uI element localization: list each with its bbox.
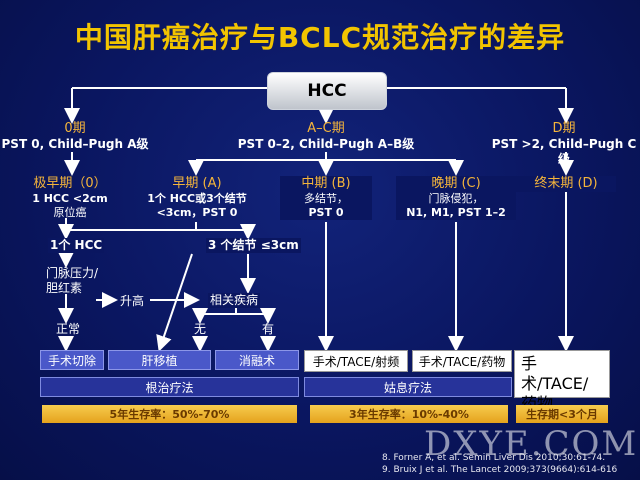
watermark: DXYE.COM [424,424,639,464]
substage-very-early: 极早期（0） 1 HCC <2cm 原位癌 [10,176,130,220]
stage-0-desc: PST 0, Child–Pugh A级 [1,137,149,151]
treatment-surgery-tace-drug: 手术/TACE/药物 [412,350,512,372]
treatment-transplant: 肝移植 [108,350,211,370]
intermediate-line2: PST 0 [308,206,344,219]
stage-ac-desc: PST 0–2, Child–Pugh A–B级 [237,137,415,151]
terminal-name: 终末期 (D) [534,176,598,191]
decision-comorbid: 相关疾病 [208,293,261,308]
advanced-line2: N1, M1, PST 1–2 [406,206,506,219]
treatment-surgery-tace-rfa: 手术/TACE/射频 [304,350,408,372]
category-palliative: 姑息疗法 [304,377,512,397]
hcc-root-box: HCC [267,72,387,110]
very-early-line2: 原位癌 [53,206,87,219]
very-early-name: 极早期（0） [33,176,107,191]
treatment-terminal: 手术/TACE/ 药物 [514,350,610,413]
page-title: 中国肝癌治疗与BCLC规范治疗的差异 [74,21,566,54]
very-early-line1: 1 HCC <2cm [32,192,108,205]
treatment-resection: 手术切除 [40,350,104,370]
survival-curative: 5年生存率：50%-70% [42,405,297,423]
stage-ac-name: A–C期 [307,121,345,136]
decision-single-hcc: 1个 HCC [48,238,105,253]
stage-d: D期 PST >2, Child–Pugh C级 [488,121,640,167]
decision-portal-pressure: 门脉压力/ 胆红素 [46,266,116,296]
early-name: 早期 (A) [172,176,222,191]
substage-terminal: 终末期 (D) [516,176,616,192]
portal-pressure-line1: 门脉压力/ [46,266,99,280]
portal-pressure-line2: 胆红素 [46,281,83,295]
treatment-terminal-line1: 手术/TACE/ [521,354,589,393]
intermediate-name: 中期 (B) [301,176,351,191]
reference-9: 9. Bruix J et al. The Lancet 2009;373(96… [382,465,618,475]
stage-d-desc: PST >2, Child–Pugh C级 [491,137,637,166]
stage-0: 0期 PST 0, Child–Pugh A级 [0,121,150,152]
survival-terminal: 生存期<3个月 [516,405,608,423]
reference-8: 8. Forner A, et al. Semin Liver Dis 2010… [382,453,606,463]
substage-intermediate: 中期 (B) 多结节， PST 0 [280,176,372,220]
survival-palliative: 3年生存率：10%-40% [310,405,508,423]
advanced-name: 晚期 (C) [431,176,481,191]
stage-0-name: 0期 [64,121,86,136]
substage-advanced: 晚期 (C) 门脉侵犯， N1, M1, PST 1–2 [396,176,516,220]
category-curative: 根治疗法 [40,377,299,397]
decision-elevated: 升高 [120,294,145,308]
early-line1: 1个 HCC或3个结节 [147,192,247,205]
intermediate-line1: 多结节， [304,192,348,205]
decision-yes: 有 [262,322,275,336]
treatment-ablation: 消融术 [215,350,299,370]
decision-no: 无 [194,322,207,336]
decision-normal: 正常 [56,322,81,336]
stage-ac: A–C期 PST 0–2, Child–Pugh A–B级 [220,121,432,152]
early-line2: <3cm，PST 0 [156,206,238,219]
stage-d-name: D期 [552,121,576,136]
decision-three-nodules: 3 个结节 ≤3cm [206,238,301,253]
substage-early: 早期 (A) 1个 HCC或3个结节 <3cm，PST 0 [132,176,262,220]
advanced-line1: 门脉侵犯， [428,192,484,205]
